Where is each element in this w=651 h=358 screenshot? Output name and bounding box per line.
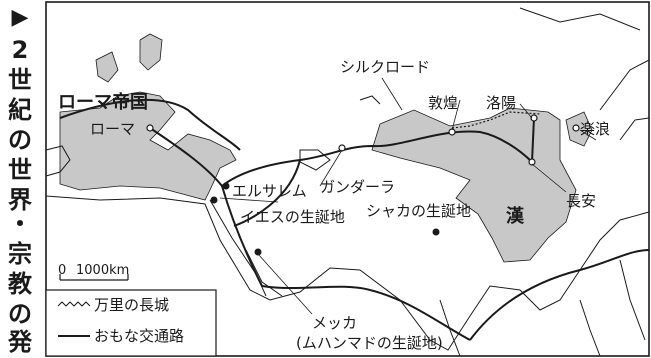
trade-route-legend-label: おもな交通路: [94, 327, 184, 345]
gandhara-label: ガンダーラ: [320, 178, 395, 196]
scale-bar: 0 1000km: [58, 263, 129, 281]
lelang-marker: [572, 124, 580, 132]
han-label: 漢: [506, 205, 525, 227]
han-territory: [371, 107, 577, 263]
roman-empire-label: ローマ帝国: [58, 91, 148, 113]
mecca-marker: [254, 248, 262, 256]
changan-marker: [528, 158, 536, 166]
title-char: 紀: [8, 96, 32, 124]
mecca-label: メッカ: [312, 314, 357, 332]
shakya-birthplace-label: シャカの生誕地: [366, 202, 471, 220]
title-char: の: [8, 300, 32, 328]
luoyang-marker: [530, 114, 538, 122]
birthplace-markers: [210, 182, 440, 256]
title-char: 宗: [8, 240, 32, 268]
leader-lines: [219, 77, 597, 315]
title-char: 教: [8, 270, 33, 298]
title-char: の: [8, 126, 32, 154]
title-char: 世: [8, 156, 32, 184]
muhammad-birthplace-label: (ムハンマドの生誕地): [296, 334, 443, 352]
lelang-label: 楽浪: [580, 120, 610, 138]
luoyang-label: 洛陽: [486, 94, 516, 112]
roman-empire-territory: [59, 33, 237, 201]
scale-distance: 1000km: [76, 263, 129, 278]
trade-routes: [59, 98, 650, 341]
shakya-birthplace-marker: [432, 228, 440, 236]
world-map: シルクロード ローマ帝国 敦煌 洛陽 楽浪 ローマ エルサレム ガンダーラ 長安…: [45, 1, 650, 357]
title-char: 界: [8, 186, 32, 214]
title-char: 2: [12, 36, 29, 64]
city-markers: [146, 114, 580, 166]
changan-label: 長安: [566, 192, 596, 210]
rome-marker: [146, 124, 154, 132]
rome-label: ローマ: [90, 120, 135, 138]
great-wall-legend-label: 万里の長城: [94, 296, 169, 314]
title-char: 世: [8, 66, 32, 94]
jerusalem-label: エルサレム: [232, 182, 307, 200]
jesus-birthplace-marker: [210, 196, 218, 204]
great-wall: [451, 111, 541, 129]
vertical-title: ▶ 2 世 紀 の 世 界 ・ 宗 教 の 発: [7, 5, 33, 356]
jesus-birthplace-label: イエスの生誕地: [240, 208, 345, 226]
title-char: 発: [7, 328, 33, 356]
silk-road-label: シルクロード: [340, 58, 430, 76]
jerusalem-marker: [222, 182, 230, 190]
scale-zero: 0: [58, 263, 66, 278]
title-marker: ▶: [12, 5, 29, 30]
title-char: ・: [8, 210, 32, 238]
dunhuang-label: 敦煌: [428, 94, 458, 112]
legend-box: [45, 289, 217, 357]
great-wall-legend-swatch: [57, 301, 91, 307]
legend: 万里の長城 おもな交通路: [45, 289, 217, 357]
gandhara-marker: [338, 144, 346, 152]
